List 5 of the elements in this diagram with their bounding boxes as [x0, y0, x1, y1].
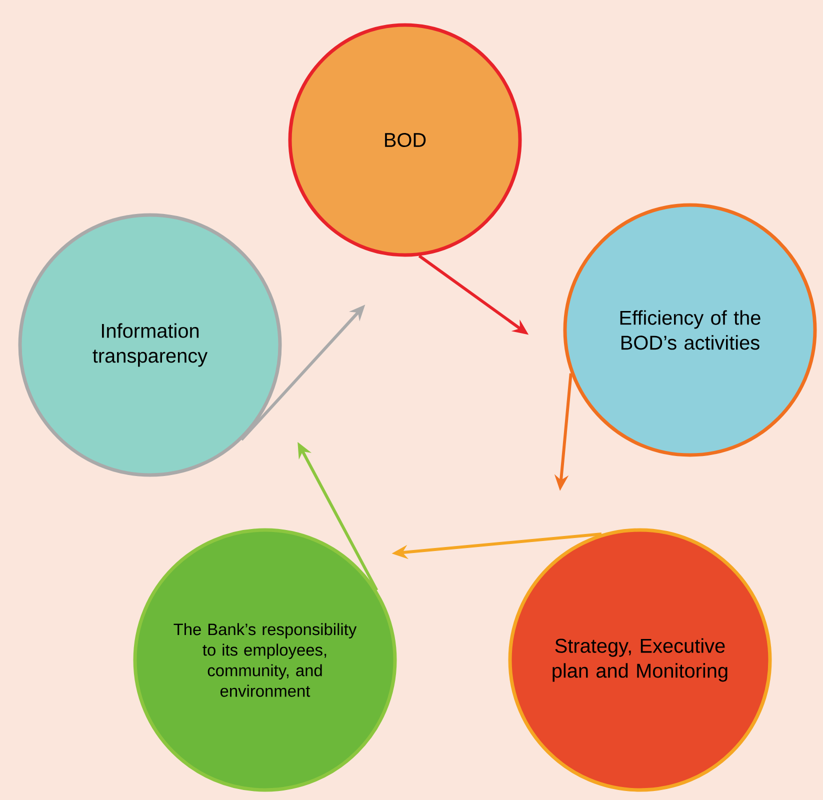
circle-node: Information transparency	[18, 213, 282, 477]
circle-node: Efficiency of the BOD’s activities	[563, 203, 817, 457]
circle-node: BOD	[288, 23, 522, 257]
circle-node: The Bank’s responsibility to its employees, community, and environment	[133, 528, 397, 792]
circle-node: Strategy, Executive plan and Monitoring	[508, 528, 772, 792]
